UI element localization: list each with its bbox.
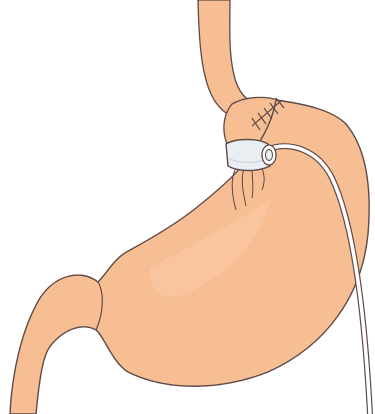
gastric-band-icon: [226, 140, 276, 171]
